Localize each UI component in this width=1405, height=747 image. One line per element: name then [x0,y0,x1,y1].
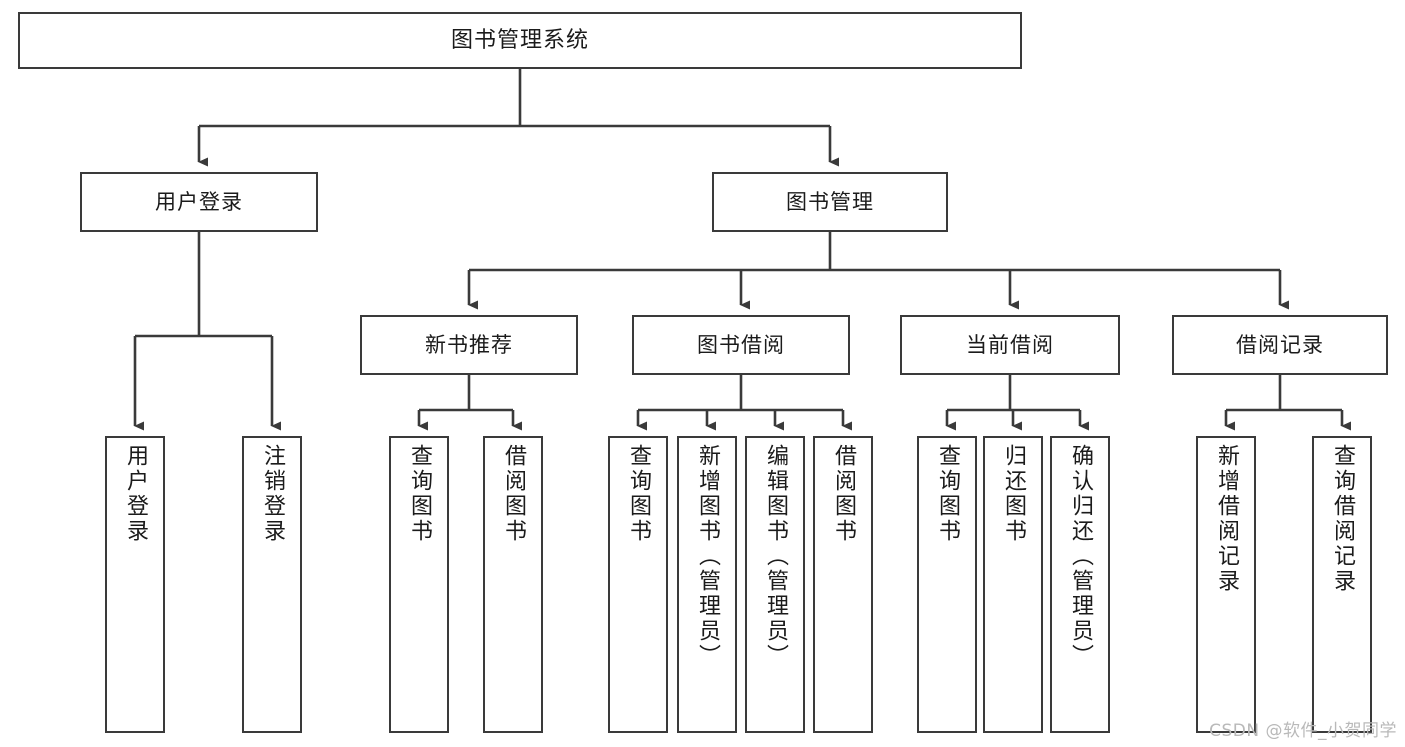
leaf-borrow-add[interactable]: 新增图书（管理员） [677,436,737,733]
leaf-borrow-query[interactable]: 查询图书 [608,436,668,733]
node-book-management[interactable]: 图书管理 [712,172,948,232]
leaf-record-add-label: 新增借阅记录 [1214,444,1239,594]
leaf-user-login[interactable]: 用户登录 [105,436,165,733]
leaf-borrow-query-label: 查询图书 [626,444,651,544]
leaf-record-query-label: 查询借阅记录 [1330,444,1355,594]
node-book-borrow-label: 图书借阅 [697,332,785,357]
edge-group-record [1224,375,1351,431]
node-borrow-record[interactable]: 借阅记录 [1172,315,1388,375]
node-current-borrow-label: 当前借阅 [966,332,1054,357]
leaf-user-login-label: 用户登录 [123,444,148,544]
leaf-borrow-edit[interactable]: 编辑图书（管理员） [745,436,805,733]
node-root-label: 图书管理系统 [450,27,589,53]
node-current-borrow[interactable]: 当前借阅 [900,315,1120,375]
leaf-newbook-borrow[interactable]: 借阅图书 [483,436,543,733]
leaf-current-query-label: 查询图书 [935,444,960,544]
edge-group-borrow [636,375,852,431]
node-root[interactable]: 图书管理系统 [18,12,1022,69]
leaf-current-confirm[interactable]: 确认归还（管理员） [1050,436,1110,733]
leaf-record-add[interactable]: 新增借阅记录 [1196,436,1256,733]
node-new-book-recommend-label: 新书推荐 [425,332,513,357]
node-user-login[interactable]: 用户登录 [80,172,318,232]
leaf-current-return[interactable]: 归还图书 [983,436,1043,733]
node-book-borrow[interactable]: 图书借阅 [632,315,850,375]
leaf-newbook-query-label: 查询图书 [407,444,432,544]
leaf-newbook-borrow-label: 借阅图书 [501,444,526,544]
leaf-record-query[interactable]: 查询借阅记录 [1312,436,1372,733]
edge-group-current [945,375,1089,431]
leaf-current-query[interactable]: 查询图书 [917,436,977,733]
leaf-user-logout[interactable]: 注销登录 [242,436,302,733]
leaf-borrow-lend[interactable]: 借阅图书 [813,436,873,733]
leaf-borrow-add-label: 新增图书（管理员） [695,444,720,669]
edge-group-book-manage [467,232,1289,310]
leaf-borrow-lend-label: 借阅图书 [831,444,856,544]
leaf-user-logout-label: 注销登录 [260,444,285,544]
node-new-book-recommend[interactable]: 新书推荐 [360,315,578,375]
leaf-current-return-label: 归还图书 [1001,444,1026,544]
edge-group-new-book [417,375,522,431]
leaf-newbook-query[interactable]: 查询图书 [389,436,449,733]
leaf-current-confirm-label: 确认归还（管理员） [1068,444,1093,669]
node-user-login-label: 用户登录 [155,189,243,214]
node-borrow-record-label: 借阅记录 [1236,332,1324,357]
leaf-borrow-edit-label: 编辑图书（管理员） [763,444,788,669]
node-book-management-label: 图书管理 [786,189,874,214]
edge-group-root [197,69,839,167]
edge-group-user-login [133,232,281,431]
